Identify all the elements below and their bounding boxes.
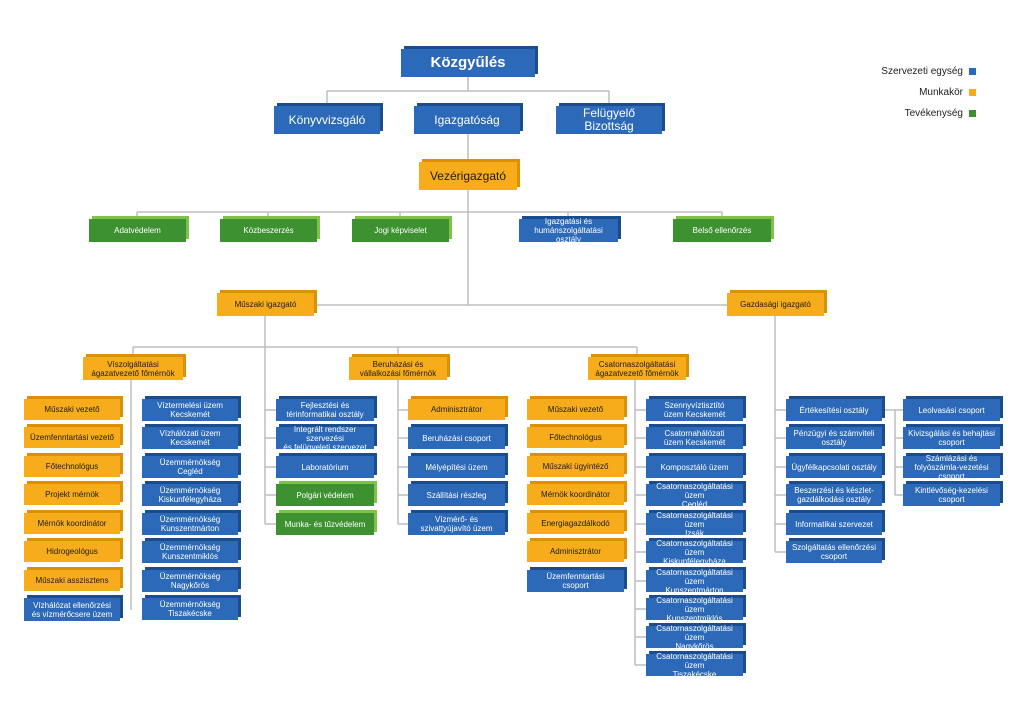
csatorna-unit[interactable]: Csatornaszolgáltatási üzem Kunszentmárto… (646, 568, 743, 595)
gazdasagi-subunit[interactable]: Számlázási és folyószámla-vezetési csopo… (903, 454, 1000, 481)
vizszolg-role[interactable]: Főtechnológus (24, 456, 120, 477)
csatorna-role[interactable]: Főtechnológus (527, 427, 624, 448)
node-igazgatosag[interactable]: Igazgatóság (414, 106, 520, 134)
node-beruhazasi-head[interactable]: Beruházási és vállalkozási főmérnök (349, 357, 447, 380)
legend-swatch-activity (969, 110, 976, 117)
gazdasagi-unit[interactable]: Szolgáltatás ellenőrzési csoport (786, 541, 882, 563)
csatorna-role[interactable]: Energiagazdálkodó (527, 513, 624, 534)
node-adatvedelem[interactable]: Adatvédelem (89, 219, 186, 242)
gazdasagi-unit[interactable]: Ügyfélkapcsolati osztály (786, 456, 882, 478)
csatorna-unit[interactable]: Csatornaszolgáltatási üzem Nagykőrös (646, 624, 743, 651)
csatorna-unit[interactable]: Komposztáló üzem (646, 456, 743, 478)
vizszolg-unit[interactable]: Üzemmérnökség Nagykőrös (142, 570, 238, 592)
node-kozbeszerzes[interactable]: Közbeszerzés (220, 219, 317, 242)
vizszolg-unit[interactable]: Üzemmérnökség Tiszakécske (142, 598, 238, 620)
legend-item-activity: Tevékenység (905, 108, 976, 119)
gazdasagi-subunit[interactable]: Kintlévőség-kezelési csoport (903, 484, 1000, 506)
legend-item-unit: Szervezeti egység (881, 66, 976, 77)
gazdasagi-unit[interactable]: Pénzügyi és számviteli osztály (786, 427, 882, 449)
vizszolg-role[interactable]: Mérnök koordinátor (24, 513, 120, 534)
vizszolg-role[interactable]: Műszaki asszisztens (24, 570, 120, 591)
legend-label-unit: Szervezeti egység (881, 66, 963, 77)
csatorna-unit[interactable]: Csatornaszolgáltatási üzem Cegléd (646, 482, 743, 509)
beruhazasi-unit[interactable]: Beruházási csoport (408, 427, 505, 449)
node-csatorna-head[interactable]: Csatornaszolgáltatási ágazatvezető főmér… (588, 357, 686, 380)
csatorna-unit[interactable]: Üzemfenntartási csoport (527, 570, 624, 592)
node-vezerigazgato[interactable]: Vezérigazgató (419, 162, 517, 190)
node-laboratorium[interactable]: Laboratórium (276, 456, 374, 478)
node-igazgatasi-osztaly[interactable]: Igazgatási és humánszolgáltatási osztály (519, 217, 618, 244)
beruhazasi-unit[interactable]: Szállítási részleg (408, 484, 505, 506)
node-felugyelo-bizottsag[interactable]: Felügyelő Bizottság (556, 106, 662, 134)
gazdasagi-unit[interactable]: Értékesítési osztály (786, 399, 882, 421)
gazdasagi-unit[interactable]: Informatikai szervezet (786, 513, 882, 535)
csatorna-role[interactable]: Mérnök koordinátor (527, 484, 624, 505)
vizszolg-unit[interactable]: Vízhálózati üzem Kecskemét (142, 427, 238, 449)
gazdasagi-unit[interactable]: Beszerzési és készlet- gazdálkodási oszt… (786, 484, 882, 506)
vizszolg-role[interactable]: Üzemfenntartási vezető (24, 427, 120, 448)
vizszolg-role[interactable]: Projekt mérnök (24, 484, 120, 505)
node-gazdasagi-igazgato[interactable]: Gazdasági igazgató (727, 293, 824, 316)
node-vizszolg-head[interactable]: Víszolgáltatási ágazatvezető főmérnök (83, 357, 183, 380)
legend-item-role: Munkakör (919, 87, 976, 98)
csatorna-unit[interactable]: Csatornaszolgáltatási üzem Izsák (646, 511, 743, 538)
node-belso-ellenorzes[interactable]: Belső ellenőrzés (673, 219, 771, 242)
legend-swatch-role (969, 89, 976, 96)
vizszolg-unit[interactable]: Üzemmérnökség Cegléd (142, 456, 238, 478)
legend-swatch-unit (969, 68, 976, 75)
node-beruhazasi-admin[interactable]: Adminisztrátor (408, 399, 505, 420)
node-fejlesztesi-osztaly[interactable]: Fejlesztési és térinformatikai osztály (276, 399, 374, 421)
csatorna-unit[interactable]: Csatornahálózati üzem Kecskemét (646, 427, 743, 449)
node-polgari-vedelem[interactable]: Polgári védelem (276, 484, 374, 506)
node-konyvvizsgalo[interactable]: Könyvvizsgáló (274, 106, 380, 134)
csatorna-role[interactable]: Műszaki vezető (527, 399, 624, 420)
csatorna-role[interactable]: Műszaki ügyintéző (527, 456, 624, 477)
node-jogi-kepviselet[interactable]: Jogi képviselet (352, 219, 449, 242)
csatorna-unit[interactable]: Csatornaszolgáltatási üzem Tiszakécske (646, 652, 743, 679)
gazdasagi-subunit[interactable]: Leolvasási csoport (903, 399, 1000, 421)
gazdasagi-subunit[interactable]: Kivizsgálási és behajtási csoport (903, 427, 1000, 449)
csatorna-unit[interactable]: Szennyvíztisztító üzem Kecskemét (646, 399, 743, 421)
node-munka-tuzvedelem[interactable]: Munka- és tűzvédelem (276, 513, 374, 535)
vizszolg-role[interactable]: Műszaki vezető (24, 399, 120, 420)
csatorna-unit[interactable]: Csatornaszolgáltatási üzem Kunszentmikló… (646, 596, 743, 623)
csatorna-unit[interactable]: Csatornaszolgáltatási üzem Kiskunfélegyh… (646, 539, 743, 566)
legend-label-role: Munkakör (919, 87, 963, 98)
vizszolg-unit[interactable]: Üzemmérnökség Kunszentmárton (142, 513, 238, 535)
node-muszaki-igazgato[interactable]: Műszaki igazgató (217, 293, 314, 316)
vizszolg-unit[interactable]: Üzemmérnökség Kunszentmiklós (142, 541, 238, 563)
node-integralt-rendszer[interactable]: Integrált rendszer szervezési és felügye… (276, 425, 374, 452)
node-kozgyules[interactable]: Közgyűlés (401, 49, 535, 77)
csatorna-role[interactable]: Adminisztrátor (527, 541, 624, 562)
vizszolg-unit[interactable]: Üzemmérnökség Kiskunfélegyháza (142, 484, 238, 506)
vizszolg-unit[interactable]: Víztermelési üzem Kecskemét (142, 399, 238, 421)
vizszolg-unit[interactable]: Vízhálózat ellenőrzési és vízmérőcsere ü… (24, 598, 120, 621)
beruhazasi-unit[interactable]: Vízmérő- és szivattyújavító üzem (408, 513, 505, 535)
vizszolg-role[interactable]: Hidrogeológus (24, 541, 120, 562)
legend-label-activity: Tevékenység (904, 108, 963, 119)
beruhazasi-unit[interactable]: Mélyépítési üzem (408, 456, 505, 478)
